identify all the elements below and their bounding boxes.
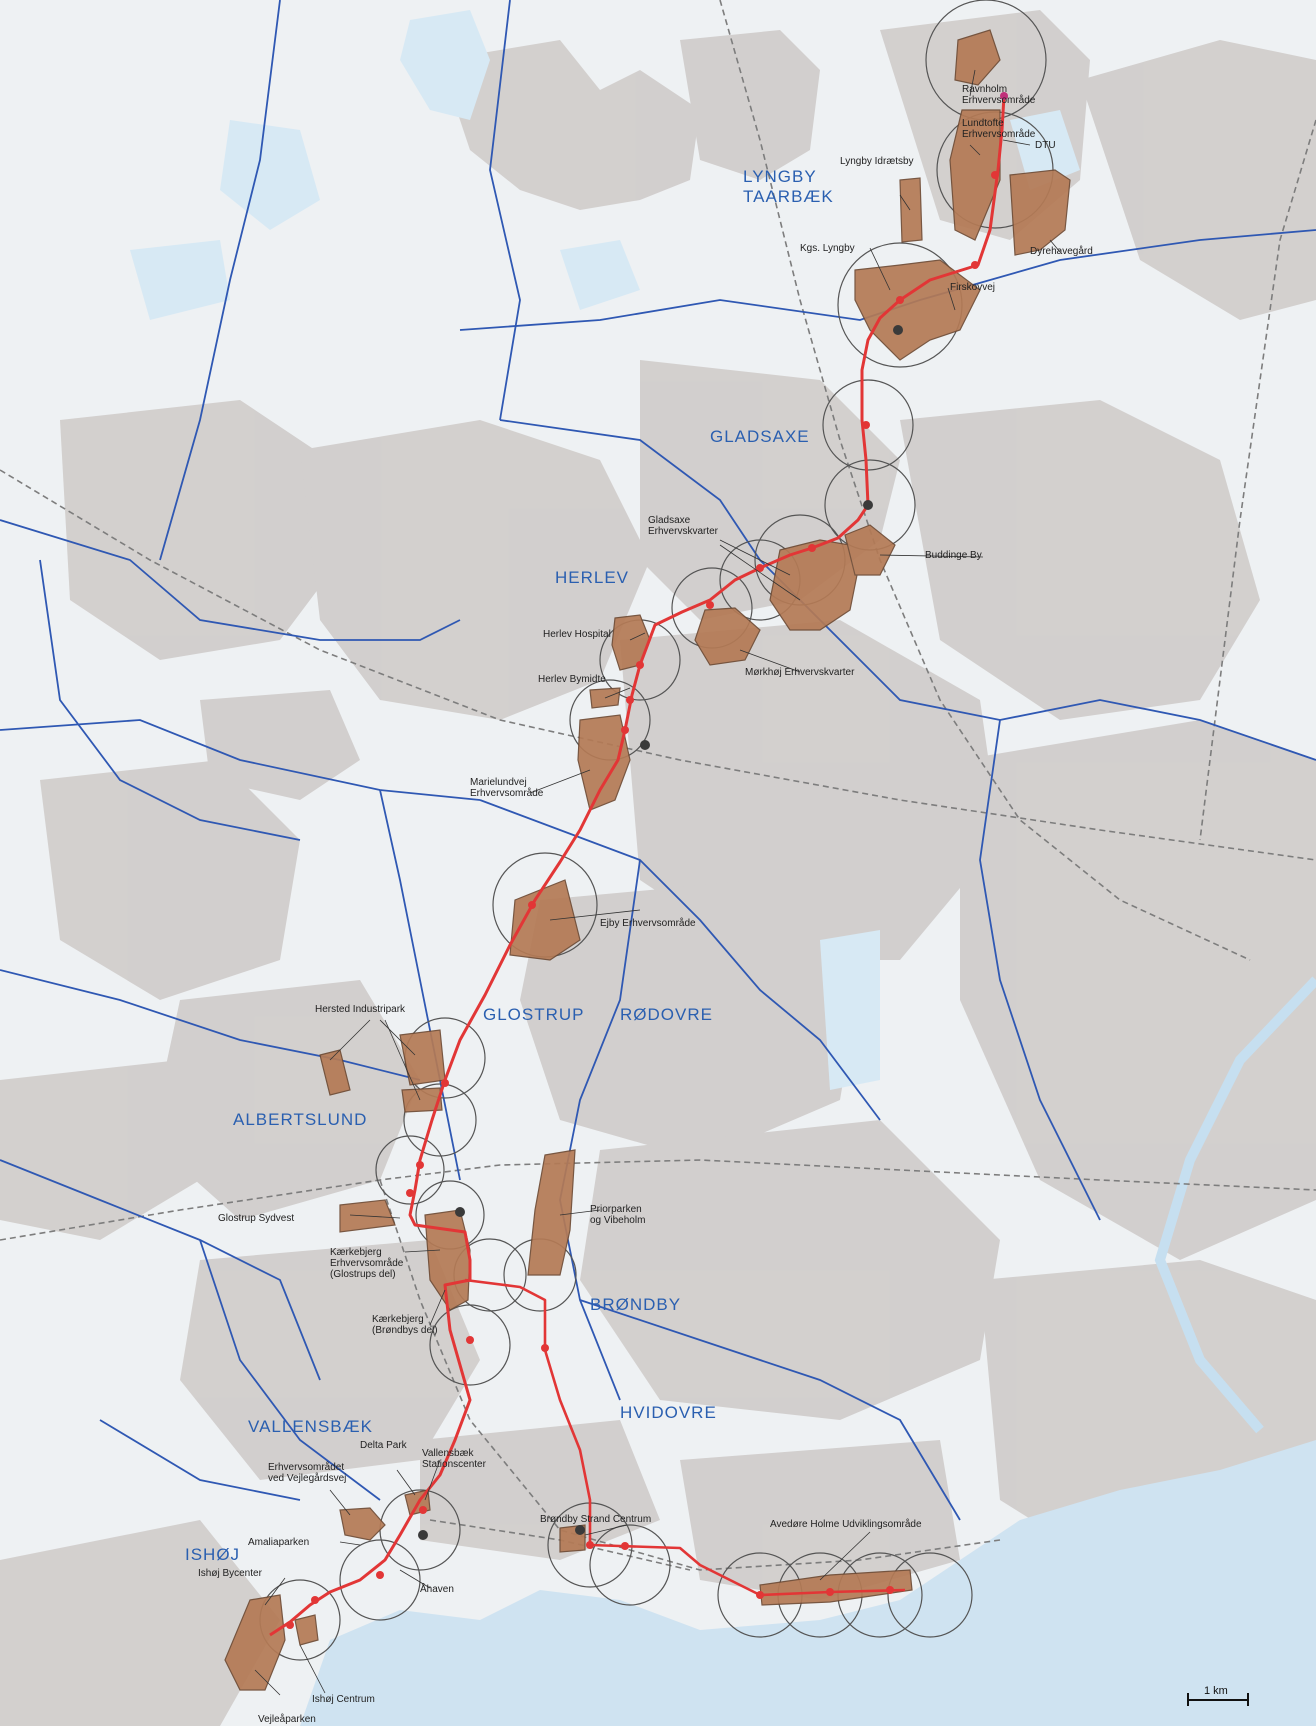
label-glostrup: GLOSTRUP [483, 1005, 585, 1024]
label-hvidovre: HVIDOVRE [620, 1403, 717, 1422]
harbour-channel [1154, 976, 1316, 1434]
label-kaerberg-glostrup-line-1: Kærkebjerg [330, 1247, 382, 1258]
label-kgs-lyngby: Kgs. Lyngby [800, 243, 855, 254]
label-gladsaxe: GLADSAXE [710, 427, 810, 446]
label-ejby: Ejby Erhvervsområde [600, 917, 696, 929]
label-firskovvej: Firskovvej [950, 282, 995, 293]
label-lyngby-idraetsby: Lyngby Idrætsby [840, 156, 914, 167]
label-glostrup-sydvest: Glostrup Sydvest [218, 1213, 294, 1224]
lakes [130, 10, 1080, 1090]
label-kaerberg-glostrup-line-2: Erhvervsområde [330, 1257, 404, 1269]
label-ravnholm-line-1: Ravnholm [962, 84, 1007, 95]
label-brondby-strand: Brøndby Strand Centrum [540, 1514, 651, 1525]
area-morkhoj-shape [694, 607, 761, 666]
label-lyngby-line-2: TAARBÆK [743, 187, 834, 206]
label-amaliaparken: Amaliaparken [248, 1537, 309, 1548]
label-lyngby-line-1: LYNGBY [743, 167, 817, 186]
label-vallensbaek-station-line-2: Stationscenter [422, 1459, 487, 1470]
label-ahaven: Åhaven [420, 1582, 454, 1595]
label-marielundvej-line-1: Marielundvej [470, 777, 527, 788]
label-hersted: Hersted Industripark [315, 1004, 406, 1015]
station-markers [286, 92, 1008, 1629]
label-brondby: BRØNDBY [590, 1295, 681, 1314]
label-veje-line-2: ved Vejlegårdsvej [268, 1472, 346, 1484]
leader-lines [254, 69, 1061, 1696]
label-vallensbaek-station-line-1: Vallensbæk [422, 1448, 475, 1459]
area-lyngby-idraet-shape [899, 177, 923, 243]
label-kaerberg-brondby: Kærkebjerg(Brøndbys del) [372, 1314, 438, 1336]
label-kaerberg-brondby-line-1: Kærkebjerg [372, 1314, 424, 1325]
label-rodovre: RØDOVRE [620, 1005, 713, 1024]
label-kaerberg-glostrup-line-3: (Glostrups del) [330, 1269, 396, 1280]
label-herlev: HERLEV [555, 568, 629, 587]
label-ravnholm-line-2: Erhvervsområde [962, 94, 1036, 106]
label-marielundvej-line-2: Erhvervsområde [470, 787, 544, 799]
label-buddinge: Buddinge By [925, 550, 982, 561]
area-ishoj-centrum-shape [294, 1614, 319, 1646]
label-lundtofte-line-1: Lundtofte [962, 118, 1004, 129]
area-ravnholm-shape [954, 29, 1001, 86]
light-rail-route [269, 95, 1006, 1637]
area-priorparken-shape [527, 1149, 576, 1276]
municipal-borders [0, 0, 1316, 1521]
sea [300, 1440, 1316, 1726]
area-hersted-c-shape [401, 1087, 443, 1113]
existing-station-markers [418, 325, 903, 1540]
scale-label: 1 km [1204, 1685, 1228, 1697]
label-priorparken-line-1: Priorparken [590, 1204, 642, 1215]
label-morkhoj: Mørkhøj Erhvervskvarter [745, 667, 855, 678]
area-buddinge-shape [844, 524, 896, 576]
label-vejleaparken: Vejleåparken [258, 1713, 316, 1725]
label-ishoj-bycenter: Ishøj Bycenter [198, 1568, 263, 1579]
scale-bar: 1 km [1187, 1685, 1249, 1706]
label-kaerberg-brondby-line-2: (Brøndbys del) [372, 1325, 438, 1336]
label-avedore: Avedøre Holme Udviklingsområde [770, 1518, 922, 1530]
label-vallensbaek: VALLENSBÆK [248, 1417, 373, 1436]
area-hersted-a-shape [319, 1049, 351, 1096]
label-ishoj-centrum: Ishøj Centrum [312, 1694, 375, 1705]
label-herlev-bymidte: Herlev Bymidte [538, 674, 606, 685]
area-kgs-lyngby-shape [854, 259, 981, 361]
label-priorparken-line-2: og Vibeholm [590, 1215, 645, 1226]
area-dtu-shape [1009, 169, 1071, 256]
label-delta-park: Delta Park [360, 1440, 408, 1451]
label-ishoj: ISHØJ [185, 1545, 240, 1564]
label-gladsaxe-erhverv-line-2: Erhvervskvarter [648, 526, 719, 537]
area-lundtofte-shape [949, 109, 1001, 241]
label-albertslund: ALBERTSLUND [233, 1110, 367, 1129]
label-lundtofte-line-2: Erhvervsområde [962, 128, 1036, 140]
label-veje-line-1: Erhvervsområdet [268, 1461, 344, 1473]
area-veje-shape [339, 1507, 386, 1541]
label-herlev-hospital: Herlev Hospital [543, 629, 611, 640]
label-dyrehavegaard: Dyrehavegård [1030, 245, 1093, 257]
label-gladsaxe-erhverv-line-1: Gladsaxe [648, 515, 691, 526]
area-marielundvej-shape [577, 714, 631, 811]
light-rail-branch [464, 1278, 906, 1597]
area-ishoj-bycenter-shape [224, 1594, 286, 1691]
label-dtu: DTU [1035, 140, 1056, 151]
area-avedore-shape [759, 1569, 913, 1606]
